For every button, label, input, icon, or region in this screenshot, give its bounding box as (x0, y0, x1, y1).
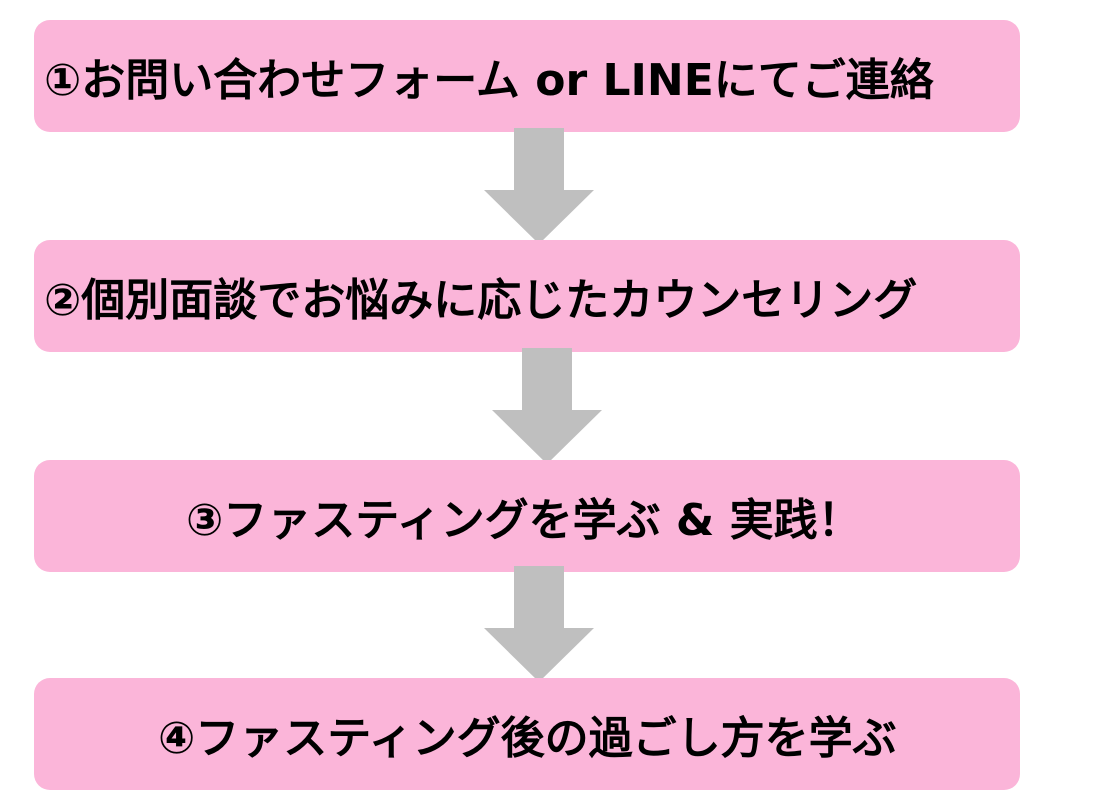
step-2-label: ②個別面談でお悩みに応じたカウンセリング (44, 275, 918, 326)
step-1-label: ①お問い合わせフォーム or LINEにてご連絡 (44, 55, 934, 106)
step-4-label: ④ファスティング後の過ごし方を学ぶ (158, 713, 897, 764)
step-1-box: ①お問い合わせフォーム or LINEにてご連絡 (34, 20, 1020, 132)
down-arrow-3-icon (484, 566, 594, 682)
step-4-box: ④ファスティング後の過ごし方を学ぶ (34, 678, 1020, 790)
step-2-box: ②個別面談でお悩みに応じたカウンセリング (34, 240, 1020, 352)
step-3-box: ③ファスティングを学ぶ & 実践！ (34, 460, 1020, 572)
down-arrow-2-icon (492, 348, 602, 464)
step-3-label: ③ファスティングを学ぶ & 実践！ (186, 495, 862, 546)
down-arrow-1-icon (484, 128, 594, 244)
